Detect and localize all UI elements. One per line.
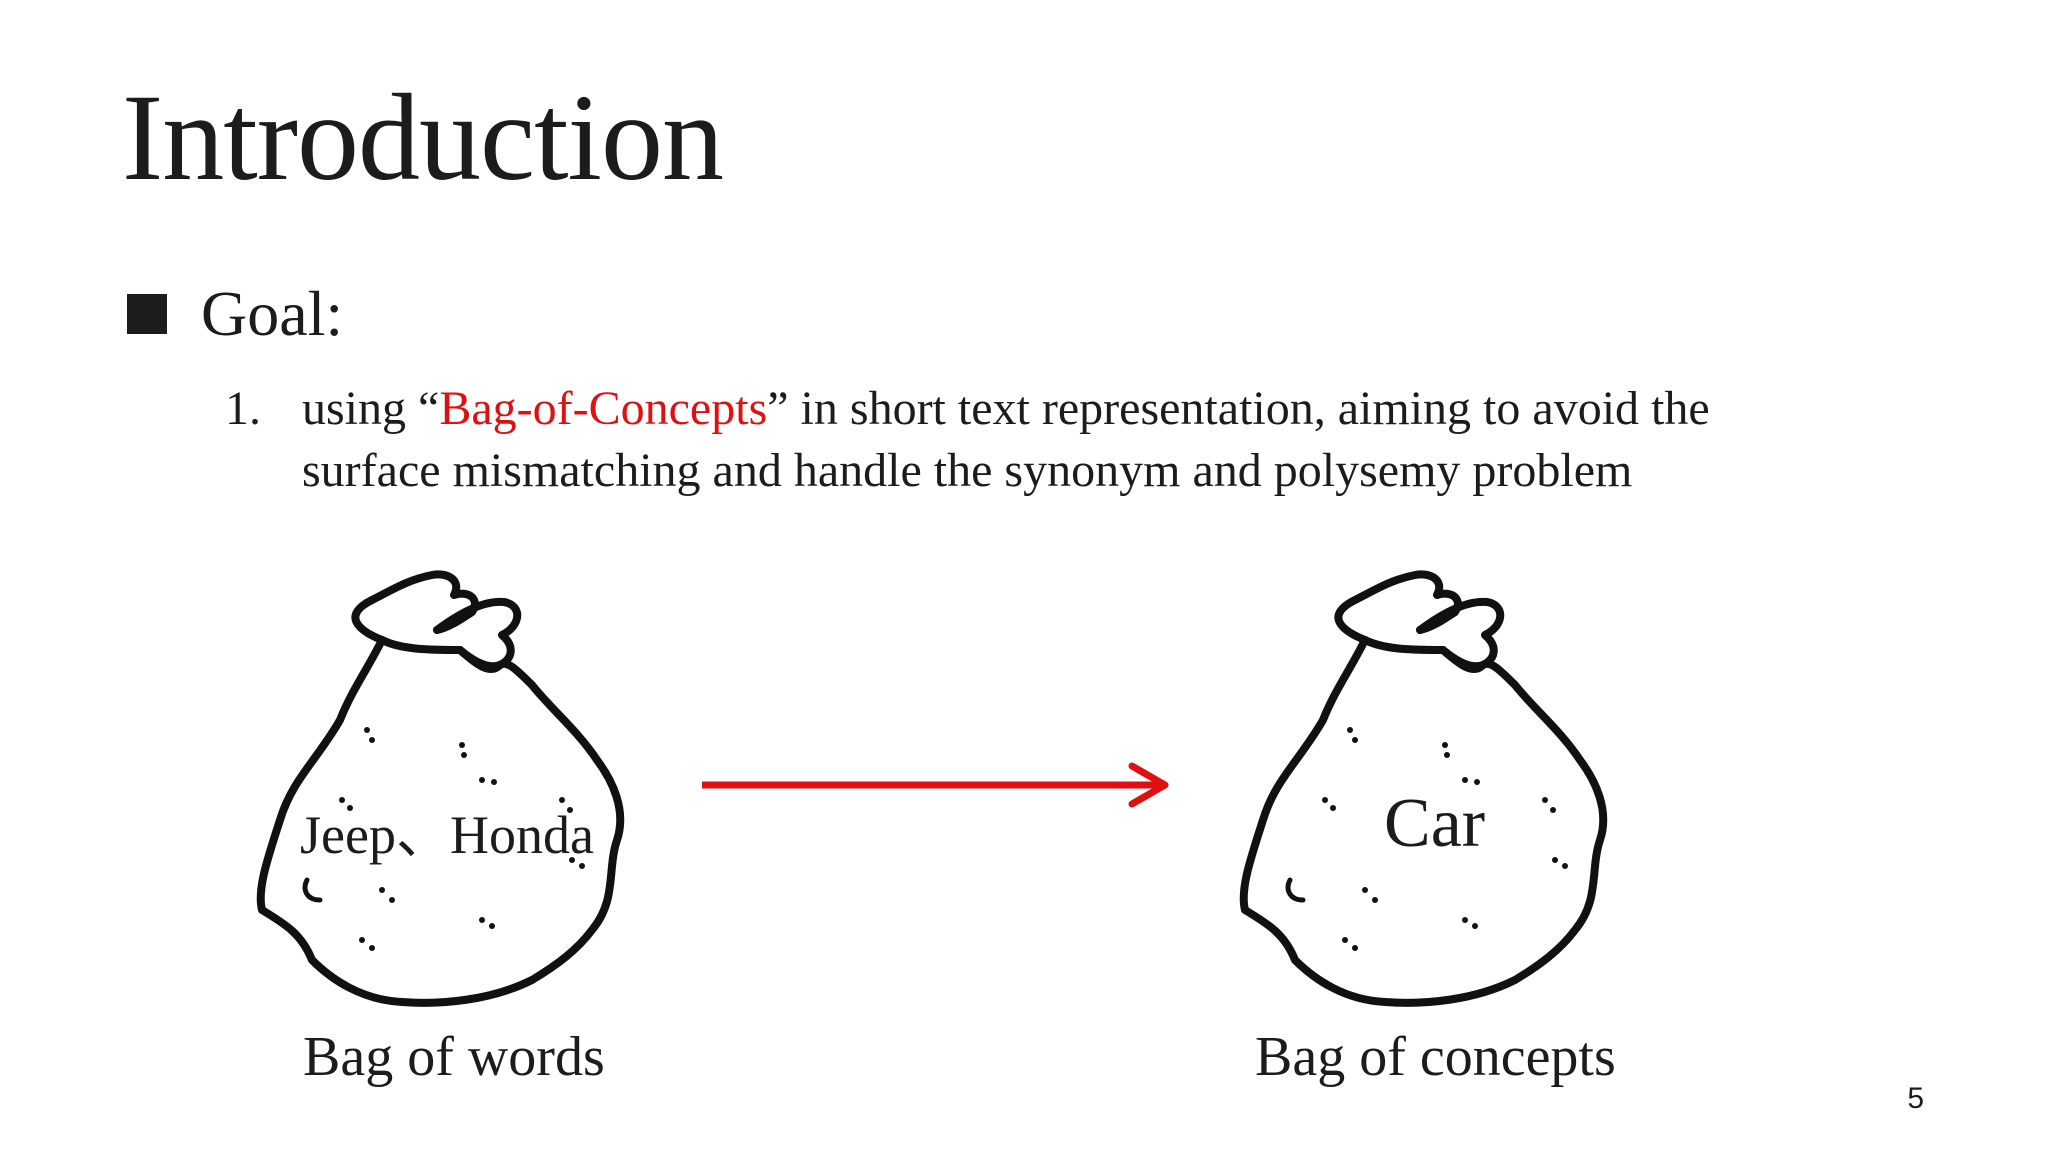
bag-of-words-caption: Bag of words <box>303 1026 605 1088</box>
slide-title: Introduction <box>122 69 724 206</box>
bag-of-concepts-text: Car <box>1384 785 1486 862</box>
bag-of-words-text: Jeep、Honda <box>300 805 594 865</box>
sack-bag-icon <box>256 570 625 1007</box>
bag-of-words-illustration <box>232 560 652 1020</box>
right-arrow-icon <box>702 762 1169 808</box>
page-number: 5 <box>1907 1082 1924 1115</box>
goal-bullet: Goal: <box>127 282 343 346</box>
bag-of-concepts-highlight: Bag-of-Concepts <box>439 382 768 435</box>
sack-bag-icon <box>1239 570 1608 1007</box>
bag-of-concepts-illustration <box>1215 560 1635 1020</box>
square-bullet-icon <box>127 294 167 334</box>
item-text-before: using “ <box>302 382 440 435</box>
item-number: 1. <box>225 382 261 435</box>
item-text-after: ” in short text representation, aiming t… <box>302 382 1710 497</box>
goal-label: Goal: <box>201 278 344 349</box>
item-text: using “Bag-of-Concepts” in short text re… <box>302 378 1842 502</box>
bag-of-concepts-caption: Bag of concepts <box>1255 1026 1616 1088</box>
